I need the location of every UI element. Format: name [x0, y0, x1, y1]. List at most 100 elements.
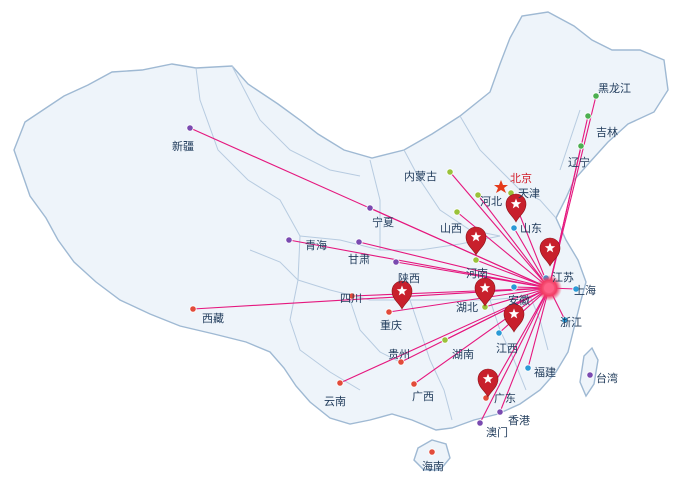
dot-hebei[interactable]: [474, 191, 482, 199]
pin-jiangxi[interactable]: [503, 303, 525, 333]
pin-shandong[interactable]: [505, 193, 527, 223]
pin-jiangsu[interactable]: [539, 237, 561, 267]
label-hainan: 海南: [422, 459, 444, 473]
dot-ningxia[interactable]: [366, 204, 374, 212]
route-chongqing: [388, 287, 550, 313]
dot-zhejiang[interactable]: [561, 316, 569, 324]
route-gansu: [358, 241, 550, 289]
dot-shaanxi[interactable]: [392, 258, 400, 266]
label-liaoning: 辽宁: [568, 155, 590, 169]
route-hunan: [444, 287, 550, 341]
map-pin-icon: [539, 237, 561, 267]
dot-jilin[interactable]: [584, 112, 592, 120]
label-guangdong: 广东: [494, 392, 516, 405]
dot-jiangxi[interactable]: [495, 329, 503, 337]
star-icon: [396, 285, 408, 296]
dot-shanghai[interactable]: [572, 285, 580, 293]
label-xinjiang: 新疆: [172, 139, 194, 153]
star-icon: [482, 373, 494, 384]
label-hebei: 河北: [480, 195, 502, 208]
label-sichuan: 四川: [340, 292, 362, 305]
dot-guizhou[interactable]: [397, 358, 405, 366]
map-pin-icon: [474, 277, 496, 307]
capital-label: 北京: [510, 171, 532, 185]
dot-sichuan[interactable]: [348, 292, 356, 300]
dot-heilongjiang[interactable]: [592, 92, 600, 100]
label-guizhou: 贵州: [388, 348, 410, 361]
dot-taiwan[interactable]: [586, 371, 594, 379]
label-jilin: 吉林: [596, 125, 618, 139]
map-pin-icon: [391, 280, 413, 310]
label-hunan: 湖南: [452, 348, 474, 361]
label-qinghai: 青海: [305, 238, 327, 252]
dot-shanxi[interactable]: [453, 208, 461, 216]
dot-aomen[interactable]: [476, 419, 484, 427]
dot-fujian[interactable]: [524, 364, 532, 372]
label-henan: 河南: [466, 267, 488, 280]
route-qinghai: [288, 239, 550, 289]
province-dots: [186, 92, 600, 456]
route-xianggang: [499, 287, 550, 413]
route-fujian: [527, 287, 550, 369]
star-pins: [391, 193, 561, 398]
dot-xinjiang[interactable]: [186, 124, 194, 132]
province-borders: [195, 65, 581, 421]
label-heilongjiang: 黑龙江: [598, 82, 631, 95]
dot-anhui[interactable]: [510, 283, 518, 291]
route-ningxia: [369, 207, 550, 289]
dot-hainan[interactable]: [428, 448, 436, 456]
label-guangxi: 广西: [412, 390, 434, 403]
label-shaanxi: 陕西: [398, 271, 420, 285]
map-pin-icon: [503, 303, 525, 333]
dot-henan[interactable]: [472, 256, 480, 264]
pin-hubei[interactable]: [474, 277, 496, 307]
label-xianggang: 香港: [508, 414, 530, 427]
dot-chongqing[interactable]: [385, 308, 393, 316]
route-shanxi: [456, 211, 550, 289]
hub-dot: [544, 283, 554, 293]
label-shanghai: 上海: [574, 283, 596, 297]
capital-marker: 北京: [494, 171, 532, 193]
dot-qinghai[interactable]: [285, 236, 293, 244]
label-jiangsu: 江苏: [552, 271, 574, 284]
province-labels: 新疆西藏青海甘肃宁夏内蒙古黑龙江吉林辽宁河北天津山西山东河南陕西四川重庆湖北安徽…: [172, 82, 631, 473]
label-aomen: 澳门: [486, 425, 508, 439]
pin-guangdong[interactable]: [477, 368, 499, 398]
label-anhui: 安徽: [508, 293, 530, 307]
pin-sichuan[interactable]: [391, 280, 413, 310]
dot-liaoning[interactable]: [577, 142, 585, 150]
dot-xizang[interactable]: [189, 305, 197, 313]
route-hebei: [477, 194, 550, 289]
label-ningxia: 宁夏: [372, 215, 394, 229]
label-taiwan: 台湾: [596, 371, 618, 385]
star-icon: [510, 198, 522, 209]
dot-shandong[interactable]: [510, 224, 518, 232]
pin-shanxi[interactable]: [465, 226, 487, 256]
label-shandong: 山东: [520, 222, 542, 235]
dot-hunan[interactable]: [441, 336, 449, 344]
route-guangxi: [413, 287, 550, 385]
dot-guangxi[interactable]: [410, 380, 418, 388]
label-xizang: 西藏: [202, 312, 224, 325]
map-pin-icon: [505, 193, 527, 223]
label-fujian: 福建: [534, 365, 556, 379]
route-aomen: [479, 287, 550, 424]
map-pin-icon: [465, 226, 487, 256]
route-lines: [189, 95, 597, 424]
dot-yunnan[interactable]: [336, 379, 344, 387]
label-tianjin: 天津: [518, 187, 540, 200]
capital-star-icon: [494, 180, 508, 193]
label-zhejiang: 浙江: [560, 316, 582, 329]
map-pin-icon: [477, 368, 499, 398]
dot-xianggang[interactable]: [496, 408, 504, 416]
route-neimenggu: [449, 171, 550, 289]
label-gansu: 甘肃: [348, 253, 370, 266]
label-yunnan: 云南: [324, 395, 346, 408]
dot-neimenggu[interactable]: [446, 168, 454, 176]
star-icon: [508, 308, 520, 319]
route-shaanxi: [395, 261, 550, 289]
route-liaoning: [548, 145, 582, 289]
label-jiangxi: 江西: [496, 342, 518, 355]
dot-gansu[interactable]: [355, 238, 363, 246]
